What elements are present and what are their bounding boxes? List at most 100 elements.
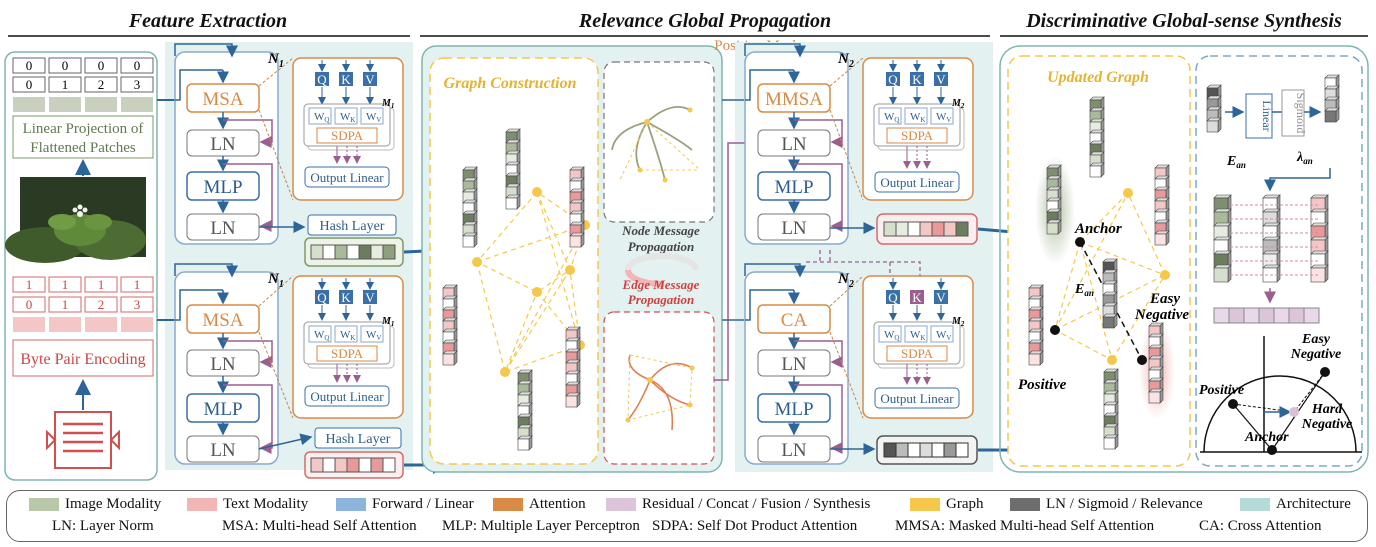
- image-hash-label: Hash Layer: [320, 219, 385, 234]
- svg-text:LN: LN: [781, 218, 807, 239]
- positive-node: [1050, 325, 1060, 335]
- feature-cube: [462, 235, 475, 248]
- semi-positive-label: Positive: [1199, 383, 1244, 398]
- svg-text:Output Linear: Output Linear: [880, 391, 954, 406]
- svg-text:0: 0: [26, 297, 33, 312]
- linear-projection-line2: Flattened Patches: [30, 140, 136, 156]
- image-ln1-label: LN: [210, 134, 236, 155]
- svg-text:V: V: [936, 72, 946, 87]
- svg-text:Q: Q: [317, 72, 327, 87]
- text-ln1-label: LN: [210, 354, 236, 375]
- title-synthesis: Discriminative Global-sense Synthesis: [1025, 10, 1342, 32]
- svg-text:3: 3: [134, 297, 141, 312]
- node-message-box: [603, 61, 715, 223]
- abbr-mlp: MLP: Multiple Layer Perceptron: [442, 518, 640, 534]
- abbr-sdpa: SDPA: Self Dot Product Attention: [652, 518, 858, 534]
- svg-text:K: K: [912, 290, 922, 305]
- edge-message-graph: [625, 354, 695, 431]
- svg-text:WQ: WQ: [314, 329, 329, 342]
- node-message-line1: Node Message: [621, 223, 700, 238]
- svg-text:Q: Q: [317, 290, 327, 305]
- synthesized-vector: [1213, 307, 1320, 324]
- legend-item: Attention: [493, 496, 586, 513]
- attention-detail-image: Q K V M1 WQ WK WV SDPA Output Linear: [258, 57, 404, 201]
- edge-message-line1: Edge Message: [622, 277, 700, 292]
- svg-text:1: 1: [26, 277, 33, 292]
- text-msa-label: MSA: [202, 310, 243, 331]
- feature-cube: [1103, 437, 1116, 450]
- svg-text:SDPA: SDPA: [331, 346, 364, 361]
- feature-cube: [1148, 391, 1161, 404]
- svg-text:0: 0: [26, 58, 33, 73]
- svg-text:1: 1: [62, 277, 69, 292]
- svg-text:0: 0: [98, 58, 105, 73]
- attention-detail-text: Q K V M1 WQ WK WV SDPA Output Linear: [258, 275, 404, 419]
- abbr-mmsa: MMSA: Masked Multi-head Self Attention: [895, 518, 1155, 534]
- svg-text:M2: M2: [951, 98, 965, 110]
- svg-text:WK: WK: [340, 329, 355, 342]
- feature-cube: [517, 438, 530, 451]
- decoder-top: N2 MMSA LN MLP LN: [744, 43, 854, 245]
- feature-cube: [569, 235, 582, 248]
- svg-text:M1: M1: [381, 316, 394, 328]
- svg-text:WK: WK: [910, 111, 925, 124]
- legend-item: Text Modality: [187, 496, 308, 513]
- svg-text:MLP: MLP: [774, 399, 813, 420]
- svg-text:WV: WV: [936, 111, 951, 124]
- gating-module: Linear Sigmoid: [1225, 89, 1322, 139]
- image-encoder-repeat: N1: [267, 51, 284, 70]
- legend-swatch: [29, 498, 59, 511]
- abbr-msa: MSA: Multi-head Self Attention: [222, 518, 417, 534]
- linear-projection-line1: Linear Projection of: [23, 121, 144, 137]
- svg-text:V: V: [365, 72, 375, 87]
- svg-text:MLP: MLP: [774, 177, 813, 198]
- legend-item: Residual / Concat / Fusion / Synthesis: [606, 496, 870, 513]
- legend: Image Modality Text Modality Forward / L…: [6, 490, 1368, 542]
- legend-swatch: [910, 498, 940, 511]
- legend-swatch: [606, 498, 636, 511]
- feature-cube: [1206, 120, 1219, 133]
- node-message-line2: Propagation: [628, 239, 694, 254]
- legend-swatch: [336, 498, 366, 511]
- svg-text:K: K: [341, 72, 351, 87]
- image-ln2-label: LN: [210, 218, 236, 239]
- byte-pair-encoding-box: [12, 339, 154, 377]
- title-feature-extraction: Feature Extraction: [128, 10, 287, 32]
- text-hash-code: [310, 457, 396, 473]
- image-msa-label: MSA: [202, 89, 243, 110]
- legend-swatch: [1010, 498, 1040, 511]
- svg-text:SDPA: SDPA: [331, 128, 364, 143]
- legend-item: Architecture: [1240, 496, 1351, 513]
- input-image: [5, 177, 146, 263]
- edge-message-line2: Propagation: [628, 292, 694, 307]
- graph-construction-label: Graph Construction: [444, 75, 577, 92]
- semi-hard-line1: Hard: [1311, 402, 1343, 417]
- legend-swatch: [187, 498, 217, 511]
- svg-text:2: 2: [98, 297, 105, 312]
- svg-text:SDPA: SDPA: [901, 128, 934, 143]
- svg-text:Output Linear: Output Linear: [310, 389, 384, 404]
- svg-text:WQ: WQ: [884, 111, 899, 124]
- negative-node: [1137, 355, 1147, 365]
- svg-text:1: 1: [62, 77, 69, 92]
- svg-text:0: 0: [26, 77, 33, 92]
- anchor-label: Anchor: [1074, 221, 1122, 237]
- svg-text:2: 2: [98, 77, 105, 92]
- svg-text:K: K: [912, 72, 922, 87]
- svg-text:1: 1: [62, 297, 69, 312]
- image-hash-code: [310, 244, 396, 260]
- legend-swatch: [1240, 498, 1270, 511]
- text-encoder: N1 MSA LN MLP LN: [174, 263, 284, 465]
- text-tokens: 1 1 1 1 0 1 2 3: [12, 276, 154, 332]
- feature-cube: [505, 197, 518, 210]
- lambda-label: λan: [1296, 150, 1313, 166]
- svg-text:V: V: [936, 290, 946, 305]
- svg-text:WQ: WQ: [314, 111, 329, 124]
- ean-label: Ean: [1074, 282, 1094, 298]
- svg-text:WV: WV: [366, 111, 381, 124]
- feature-cube: [442, 353, 455, 366]
- svg-text:Q: Q: [888, 72, 898, 87]
- svg-text:WV: WV: [366, 329, 381, 342]
- semi-easy-line2: Negative: [1290, 347, 1342, 362]
- anchor-node: [1075, 237, 1085, 247]
